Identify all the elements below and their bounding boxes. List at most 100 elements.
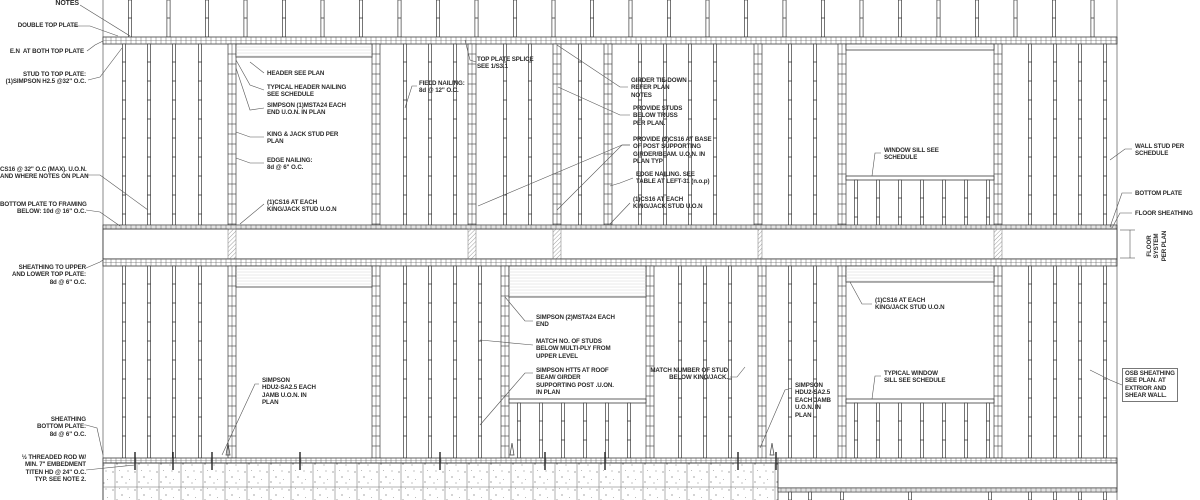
cripple-stud — [898, 179, 902, 229]
note-cs16: CS16 @ 32" O.C (MAX). U.O.N. AND WHERE N… — [0, 166, 89, 181]
upper-wall-stud — [528, 43, 532, 229]
cripple-stud — [854, 402, 858, 459]
lower-wall-stud — [453, 265, 457, 459]
cripple-stud — [605, 402, 609, 459]
upper-wall-stud — [813, 43, 817, 229]
note-cs16-king-jack-2: (1)CS16 AT EACH KING/JACK STUD U.O.N — [633, 196, 703, 211]
lower-wall-stud — [172, 265, 176, 459]
lower-wall-stud — [728, 265, 732, 459]
note-top-plate-splice: TOP PLATE SPLICE SEE 1/S3.1 — [477, 56, 534, 71]
basement-stud — [788, 491, 792, 500]
cripple-stud — [876, 402, 880, 459]
upper-wall-stud — [788, 43, 792, 229]
note-threaded-rod: ½ THREADED ROD W/ MIN. 7" EMBEDMENT TITE… — [21, 454, 86, 484]
basement-stud — [1028, 491, 1032, 500]
basement-stud — [908, 491, 912, 500]
cripple-stud — [898, 402, 902, 459]
lower-window-2-header — [845, 265, 995, 283]
note-hdu2-left: SIMPSON HDU2-SA2.5 EACH JAMB U.O.N. IN P… — [262, 377, 316, 407]
cripple-stud — [920, 179, 924, 229]
note-match-studs: MATCH NO. OF STUDS BELOW MULTI-PLY FROM … — [536, 338, 611, 360]
basement-stud — [1053, 491, 1057, 500]
note-field-nailing: FIELD NAILING: 8d @ 12" O.C. — [419, 80, 465, 95]
upper-stud-above — [1013, 0, 1018, 38]
note-window-sill: WINDOW SILL SEE SCHEDULE — [884, 147, 939, 162]
note-en-top-plate: E.N AT BOTH TOP PLATE — [9, 48, 84, 55]
lower-wall-stud — [1028, 265, 1032, 459]
upper-stud-above — [282, 0, 286, 38]
note-provide-cs16: PROVIDE (2)CS16 AT BASE OF POST SUPPORTI… — [633, 136, 712, 166]
note-header: HEADER SEE PLAN — [267, 70, 325, 77]
upper-stud-above — [320, 0, 325, 38]
floor-blocking — [552, 228, 562, 260]
upper-wall-stud — [172, 43, 176, 229]
upper-stud-above — [821, 0, 825, 38]
note-floor-sheathing: FLOOR SHEATHING — [1135, 210, 1193, 217]
upper-stud-above — [898, 0, 902, 38]
upper-stud-above — [128, 0, 132, 38]
leader-lines — [72, 4, 1135, 471]
basement-stud — [840, 491, 844, 500]
upper-wall-stud — [428, 43, 432, 229]
lower-wall-stud — [122, 265, 126, 459]
upper-stud-above — [975, 0, 979, 38]
upper-stud-above — [628, 0, 633, 38]
upper-stud-above — [243, 0, 248, 38]
basement-stud — [808, 491, 812, 500]
upper-wall-stud — [122, 43, 126, 229]
upper-stud-above — [1052, 0, 1056, 38]
upper-window-sill — [845, 175, 995, 181]
upper-wall-stud — [1103, 43, 1107, 229]
lower-door-header — [235, 265, 373, 288]
note-osb-sheathing: OSB SHEATHING SEE PLAN. AT EXTRIOR AND S… — [1122, 368, 1178, 402]
note-edge-nailing: EDGE NAILING: 8d @ 6" O.C. — [267, 157, 313, 172]
upper-stud-above — [436, 0, 440, 38]
lower-wall-stud — [478, 265, 482, 459]
upper-wall-stud — [578, 43, 582, 229]
lower-wall-stud — [1053, 265, 1057, 459]
lower-window-2-sill — [845, 398, 995, 404]
hold-down-icon — [225, 442, 231, 456]
upper-stud-above — [359, 0, 363, 38]
hold-down-icon — [509, 442, 515, 456]
lower-wall-stud — [147, 265, 151, 459]
cripple-stud — [964, 179, 968, 229]
basement-stud — [1078, 491, 1082, 500]
upper-stud-above — [744, 0, 748, 38]
lower-floor-system — [777, 462, 1118, 489]
lower-wall-stud — [703, 265, 707, 459]
upper-stud-above — [474, 0, 479, 38]
cripple-stud — [986, 402, 990, 459]
cripple-stud — [986, 179, 990, 229]
upper-stud-above — [205, 0, 209, 38]
upper-wall-stud — [1078, 43, 1082, 229]
upper-stud-above — [551, 0, 556, 38]
note-sheathing-bottom: SHEATHING BOTTOM PLATE: 8d @ 6" O.C. — [37, 416, 86, 438]
hold-down-icon — [769, 442, 775, 456]
floor-blocking — [227, 228, 237, 260]
upper-stud-above — [859, 0, 864, 38]
floor-blocking — [757, 228, 763, 260]
floor-blocking — [467, 228, 477, 260]
lower-window-1-sill — [508, 398, 647, 404]
basement-stud — [1103, 491, 1107, 500]
upper-wall-stud — [1028, 43, 1032, 229]
note-provide-studs: PROVIDE STUDS BELOW TRUSS PER PLAN. — [633, 105, 683, 127]
upper-stud-above — [590, 0, 594, 38]
cripple-stud — [517, 402, 521, 459]
note-hdu2-right: SIMPSON HDU2-SA2.5 EACH JAMB U.O.N. IN P… — [795, 382, 831, 419]
cripple-stud — [964, 402, 968, 459]
basement-stud — [988, 491, 992, 500]
note-notes: NOTES — [36, 0, 80, 8]
lower-wall-stud — [198, 265, 202, 459]
upper-wall-stud — [1053, 43, 1057, 229]
note-cs16-king-jack: (1)CS16 AT EACH KING/JACK STUD U.O.N — [267, 199, 337, 214]
note-typical-window-sill: TYPICAL WINDOW SILL SEE SCHEDULE — [884, 370, 946, 385]
upper-wall-stud — [503, 43, 507, 229]
floor-blocking — [993, 228, 1003, 260]
cripple-stud — [627, 402, 631, 459]
upper-wall-stud — [147, 43, 151, 229]
cripple-stud — [583, 402, 587, 459]
upper-stud-above — [782, 0, 787, 38]
